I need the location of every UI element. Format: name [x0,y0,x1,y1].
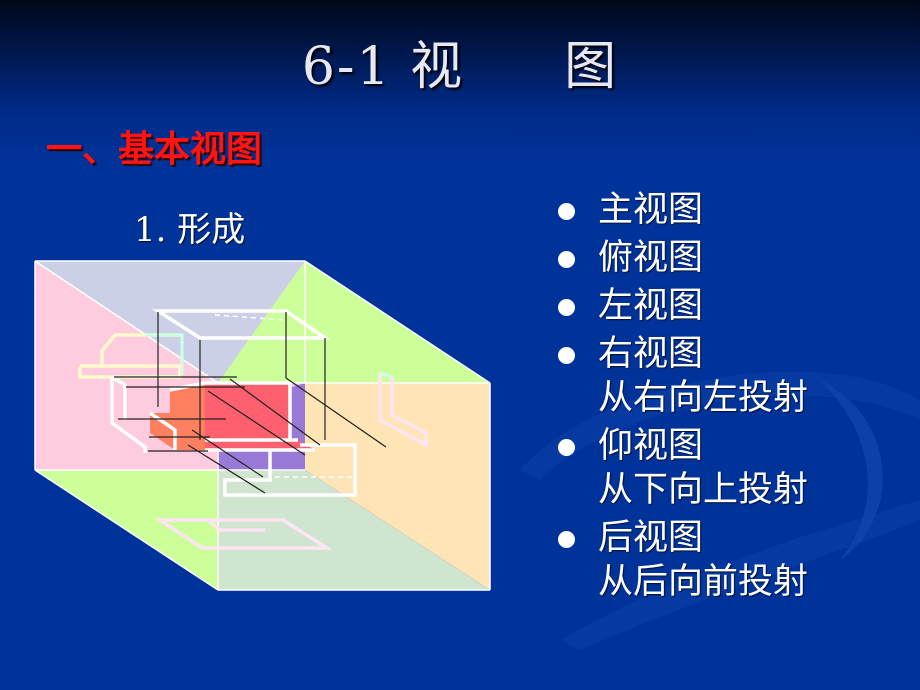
view-note: 从下向上投射 [598,470,809,510]
view-label: 右视图 [598,334,704,374]
sub-heading: 1. 形成 [134,210,246,250]
slide-title: 6-1 视 图 [0,24,920,99]
projection-box-diagram [34,260,491,591]
title-suffix: 图 [564,37,619,97]
bullet-icon [558,299,575,316]
list-item-top-view: 俯视图 [556,236,808,280]
title-prefix: 6-1 视 [301,37,465,97]
list-item-back-view: 后视图 从后向前投射 [556,516,808,604]
view-label: 俯视图 [598,238,704,278]
list-item-left-view: 左视图 [556,284,808,328]
view-list: 主视图 俯视图 左视图 右视图 从右向左投射 仰视图 从下向上投射 后视图 从后… [556,188,808,608]
view-label: 后视图 [598,518,704,558]
list-item-front-view: 主视图 [556,188,808,232]
bullet-icon [558,203,575,220]
view-label: 主视图 [598,190,704,230]
view-note: 从后向前投射 [598,562,809,602]
object-top-face [205,383,290,440]
list-item-right-view: 右视图 从右向左投射 [556,332,808,420]
view-label: 左视图 [598,286,704,326]
section-heading: 一、基本视图 [46,128,263,170]
view-label: 仰视图 [598,426,704,466]
right-plane [305,383,490,590]
bullet-icon [558,439,575,456]
bullet-icon [558,251,575,268]
bullet-icon [558,347,575,364]
bottom-plane [218,470,490,590]
bullet-icon [558,531,575,548]
view-note: 从右向左投射 [598,378,809,418]
list-item-bottom-view: 仰视图 从下向上投射 [556,424,808,512]
